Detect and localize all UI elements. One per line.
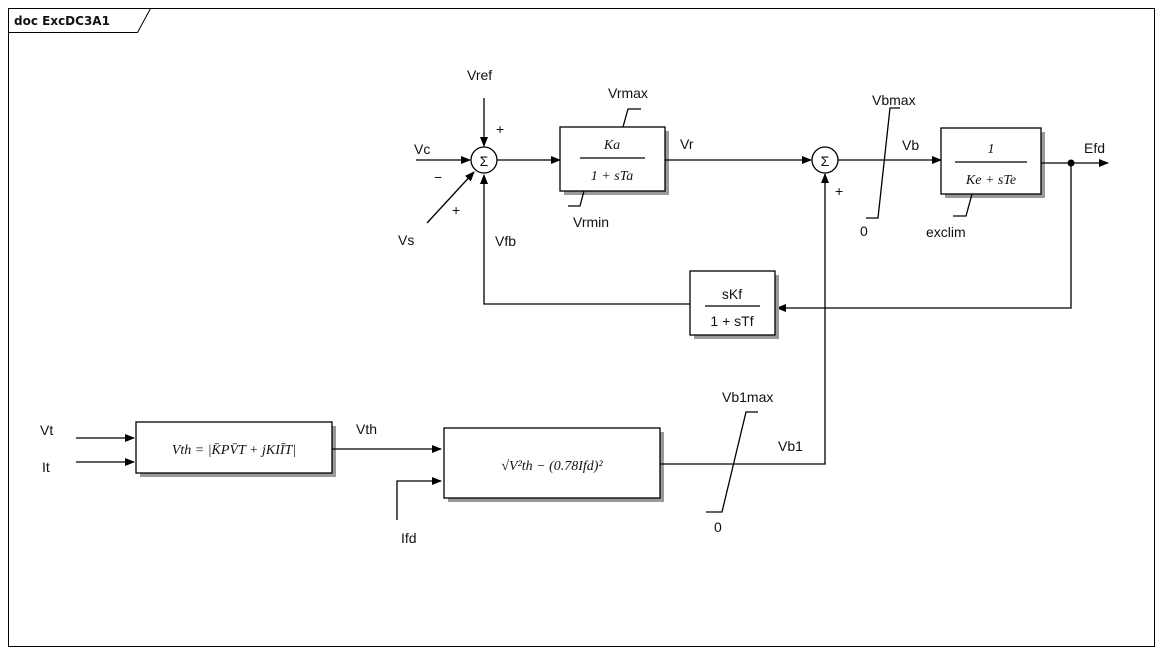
regulator-block: [559, 126, 666, 192]
ifd-arrow: [396, 477, 442, 520]
vrmax-label: Vrmax: [608, 85, 648, 101]
vb1-calc-block: [443, 427, 661, 499]
efd-label: Efd: [1084, 140, 1105, 156]
feedback-numerator: sKf: [722, 286, 742, 302]
vc-label: Vc: [414, 141, 430, 157]
diagram-frame: [8, 8, 1155, 647]
vb1-calc-expression: √V²th − (0.78Ifd)²: [501, 459, 603, 474]
vfb-line: [480, 174, 690, 305]
sum1-symbol: Σ: [480, 153, 489, 169]
vb1max-label: Vb1max: [722, 389, 773, 405]
exciter-denominator: Ke + sTe: [965, 173, 1016, 188]
feedback-denominator: 1 + sTf: [710, 313, 753, 329]
vth-calc-expression: Vth = |K̄PV̄T + jKIĪT|: [172, 442, 296, 458]
regulator-numerator: Ka: [603, 138, 620, 153]
frame-title: doc ExcDC3A1: [14, 14, 110, 28]
vref-sign: +: [496, 121, 504, 137]
feedback-path-in: [776, 163, 1072, 312]
vth-calc-block: [135, 421, 333, 474]
vbmax-limiter: [866, 107, 900, 219]
feedback-block: [689, 270, 776, 336]
vt-label: Vt: [40, 422, 53, 438]
frame-title-tab: [8, 8, 151, 33]
vb1-zero-label: 0: [714, 519, 722, 535]
vr-label: Vr: [680, 136, 694, 152]
vrmax-limit-mark: [622, 108, 641, 128]
vbmax-label: Vbmax: [872, 92, 916, 108]
vb1-label: Vb1: [778, 438, 803, 454]
ifd-label: Ifd: [401, 530, 417, 546]
vb1max-limiter: [706, 411, 758, 513]
it-label: It: [42, 459, 50, 475]
sum2-symbol: Σ: [821, 153, 830, 169]
vref-label: Vref: [467, 67, 492, 83]
vfb-label: Vfb: [495, 233, 516, 249]
vs-sign: +: [452, 202, 460, 218]
exciter-numerator: 1: [988, 142, 995, 157]
vb-label: Vb: [902, 137, 919, 153]
vb-zero-label: 0: [860, 223, 868, 239]
vs-label: Vs: [398, 232, 414, 248]
vrmin-limit-mark: [568, 190, 585, 207]
exclim-limit-mark: [953, 193, 973, 217]
vth-label: Vth: [356, 421, 377, 437]
exciter-block: [940, 127, 1042, 195]
vrmin-label: Vrmin: [573, 214, 609, 230]
regulator-denominator: 1 + sTa: [591, 169, 633, 184]
sum2-sign: +: [835, 183, 843, 199]
vs-arrow: [426, 171, 475, 224]
vb1-line: [660, 173, 829, 465]
exclim-label: exclim: [926, 224, 966, 240]
vc-sign: −: [434, 169, 442, 185]
